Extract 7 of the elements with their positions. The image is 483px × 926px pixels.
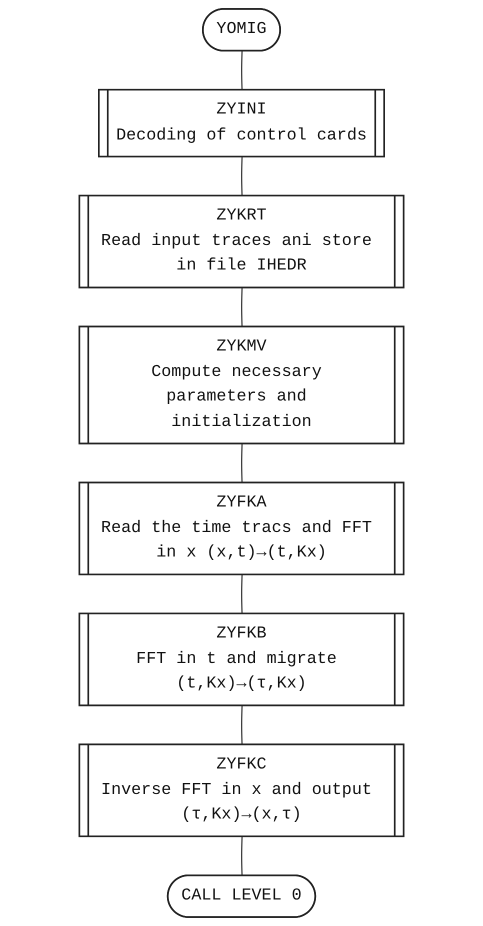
connector (241, 51, 243, 90)
connector (241, 444, 243, 484)
connector (241, 288, 243, 328)
connector (241, 574, 243, 614)
connector (241, 706, 243, 745)
connector (241, 836, 243, 876)
connector (241, 157, 243, 196)
